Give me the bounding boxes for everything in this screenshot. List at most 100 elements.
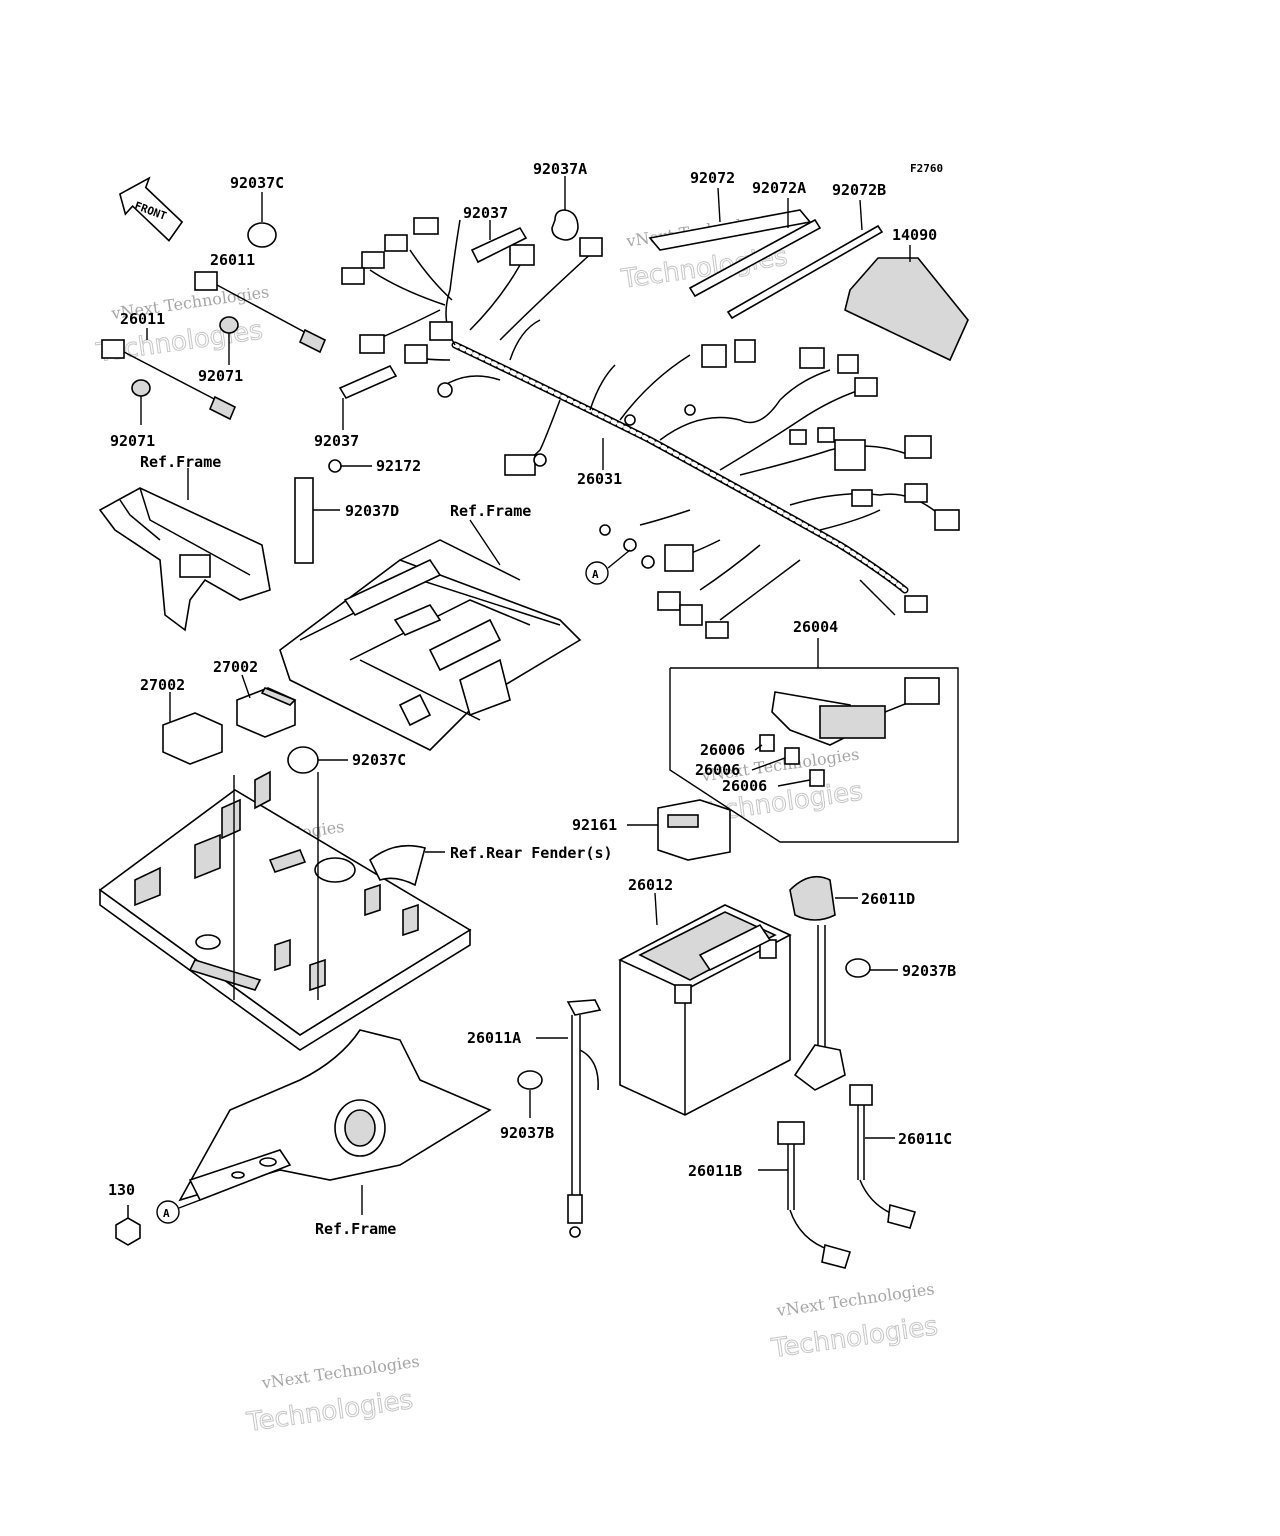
plate-icon: [294, 477, 314, 564]
connector-icon: [504, 454, 536, 476]
watermark-outline: Technologies: [769, 1311, 940, 1364]
part-label-92037[interactable]: 92037: [463, 204, 508, 222]
part-label-92072B[interactable]: 92072B: [832, 181, 886, 199]
connector-icon: [361, 251, 385, 269]
marker-a-text: A: [163, 1207, 170, 1220]
fuse-lead-icon: [194, 271, 327, 354]
connector-icon: [429, 321, 453, 341]
rear-fender-tray: [98, 770, 472, 1051]
main-wiring-harness: [341, 217, 960, 639]
terminal-icon: [533, 453, 547, 467]
connector-icon: [664, 544, 694, 572]
part-label-26011C[interactable]: 26011C: [898, 1130, 952, 1148]
connector-icon: [657, 591, 681, 611]
cable-band-icon: [688, 218, 822, 298]
ref-rear-fender-label: Ref.Rear Fender(s): [450, 844, 613, 862]
connector-icon: [934, 509, 960, 531]
part-label-92072[interactable]: 92072: [690, 169, 735, 187]
part-label-26011D[interactable]: 26011D: [861, 890, 915, 908]
connector-icon: [734, 339, 756, 363]
connector-icon: [789, 429, 807, 445]
switch-icon: [236, 687, 297, 738]
part-label-26012[interactable]: 26012: [628, 876, 673, 894]
frame-bracket: [98, 487, 271, 632]
fuse-cap-icon: [131, 379, 151, 397]
part-label-92037B[interactable]: 92037B: [500, 1124, 554, 1142]
starter-relay-box: [669, 638, 959, 843]
connector-icon: [359, 334, 385, 354]
part-label-26011B[interactable]: 26011B: [688, 1162, 742, 1180]
terminal-icon: [599, 524, 611, 536]
connector-icon: [799, 347, 825, 369]
grommet-icon: [247, 222, 277, 248]
terminal-icon: [624, 414, 636, 426]
part-label-92037B[interactable]: 92037B: [902, 962, 956, 980]
terminal-icon: [641, 555, 655, 569]
clamp-icon: [551, 209, 579, 241]
connector-icon: [851, 489, 873, 507]
connector-icon: [679, 604, 703, 626]
part-label-92072A[interactable]: 92072A: [752, 179, 806, 197]
plate-icon: [470, 226, 528, 264]
connector-icon: [904, 595, 928, 613]
part-label-14090[interactable]: 14090: [892, 226, 937, 244]
connector-icon: [817, 427, 835, 443]
terminal-icon: [623, 538, 637, 552]
part-label-92071[interactable]: 92071: [198, 367, 243, 385]
fuse-cap-icon: [219, 316, 239, 334]
plate-icon: [338, 364, 398, 400]
front-arrow-icon: FRONT: [118, 176, 184, 242]
rear-frame-section: [178, 1029, 492, 1202]
battery-cable-icon: [566, 999, 602, 1238]
connector-icon: [413, 217, 439, 235]
connector-icon: [837, 354, 859, 374]
ref-frame-label: Ref.Frame: [450, 502, 531, 520]
cover-icon: [844, 257, 969, 362]
part-label-92037C[interactable]: 92037C: [352, 751, 406, 769]
part-label-26011[interactable]: 26011: [210, 251, 255, 269]
part-label-92037D[interactable]: 92037D: [345, 502, 399, 520]
marker-a-icon: A: [585, 549, 631, 585]
connector-icon: [705, 621, 729, 639]
part-label-26006[interactable]: 26006: [700, 741, 745, 759]
part-label-26031[interactable]: 26031: [577, 470, 622, 488]
part-label-92161[interactable]: 92161: [572, 816, 617, 834]
part-label-26006[interactable]: 26006: [695, 761, 740, 779]
figure-code: F2760: [910, 162, 943, 175]
connector-icon: [509, 244, 535, 266]
part-label-26011[interactable]: 26011: [120, 310, 165, 328]
connector-icon: [404, 344, 428, 364]
terminal-icon: [437, 382, 453, 398]
part-label-26004[interactable]: 26004: [793, 618, 838, 636]
battery-icon: [618, 904, 792, 1116]
connector-icon: [384, 234, 408, 252]
ref-frame-label: Ref.Frame: [140, 453, 221, 471]
clamp-icon: [845, 958, 871, 978]
battery-cable-icon: [789, 875, 846, 1091]
connector-icon: [834, 439, 866, 471]
relay-icon: [657, 799, 731, 861]
cable-band-icon: [726, 224, 884, 320]
connector-icon: [904, 435, 932, 459]
connector-icon: [854, 377, 878, 397]
center-frame: [279, 539, 582, 751]
bolt-icon: [115, 1205, 141, 1246]
switch-icon: [162, 712, 223, 765]
battery-lead-icon: [849, 1084, 917, 1229]
part-label-92172[interactable]: 92172: [376, 457, 421, 475]
part-label-26011A[interactable]: 26011A: [467, 1029, 521, 1047]
part-label-130[interactable]: 130: [108, 1181, 135, 1199]
part-label-92071[interactable]: 92071: [110, 432, 155, 450]
watermark-outline: Technologies: [244, 1385, 415, 1438]
clamp-icon: [517, 1070, 543, 1090]
part-label-27002[interactable]: 27002: [213, 658, 258, 676]
part-label-26006[interactable]: 26006: [722, 777, 767, 795]
part-label-92037[interactable]: 92037: [314, 432, 359, 450]
screw-icon: [328, 459, 342, 473]
part-label-92037A[interactable]: 92037A: [533, 160, 587, 178]
part-label-27002[interactable]: 27002: [140, 676, 185, 694]
marker-a-text: A: [592, 568, 599, 581]
part-label-92037C[interactable]: 92037C: [230, 174, 284, 192]
marker-a-icon: A: [156, 1199, 201, 1224]
